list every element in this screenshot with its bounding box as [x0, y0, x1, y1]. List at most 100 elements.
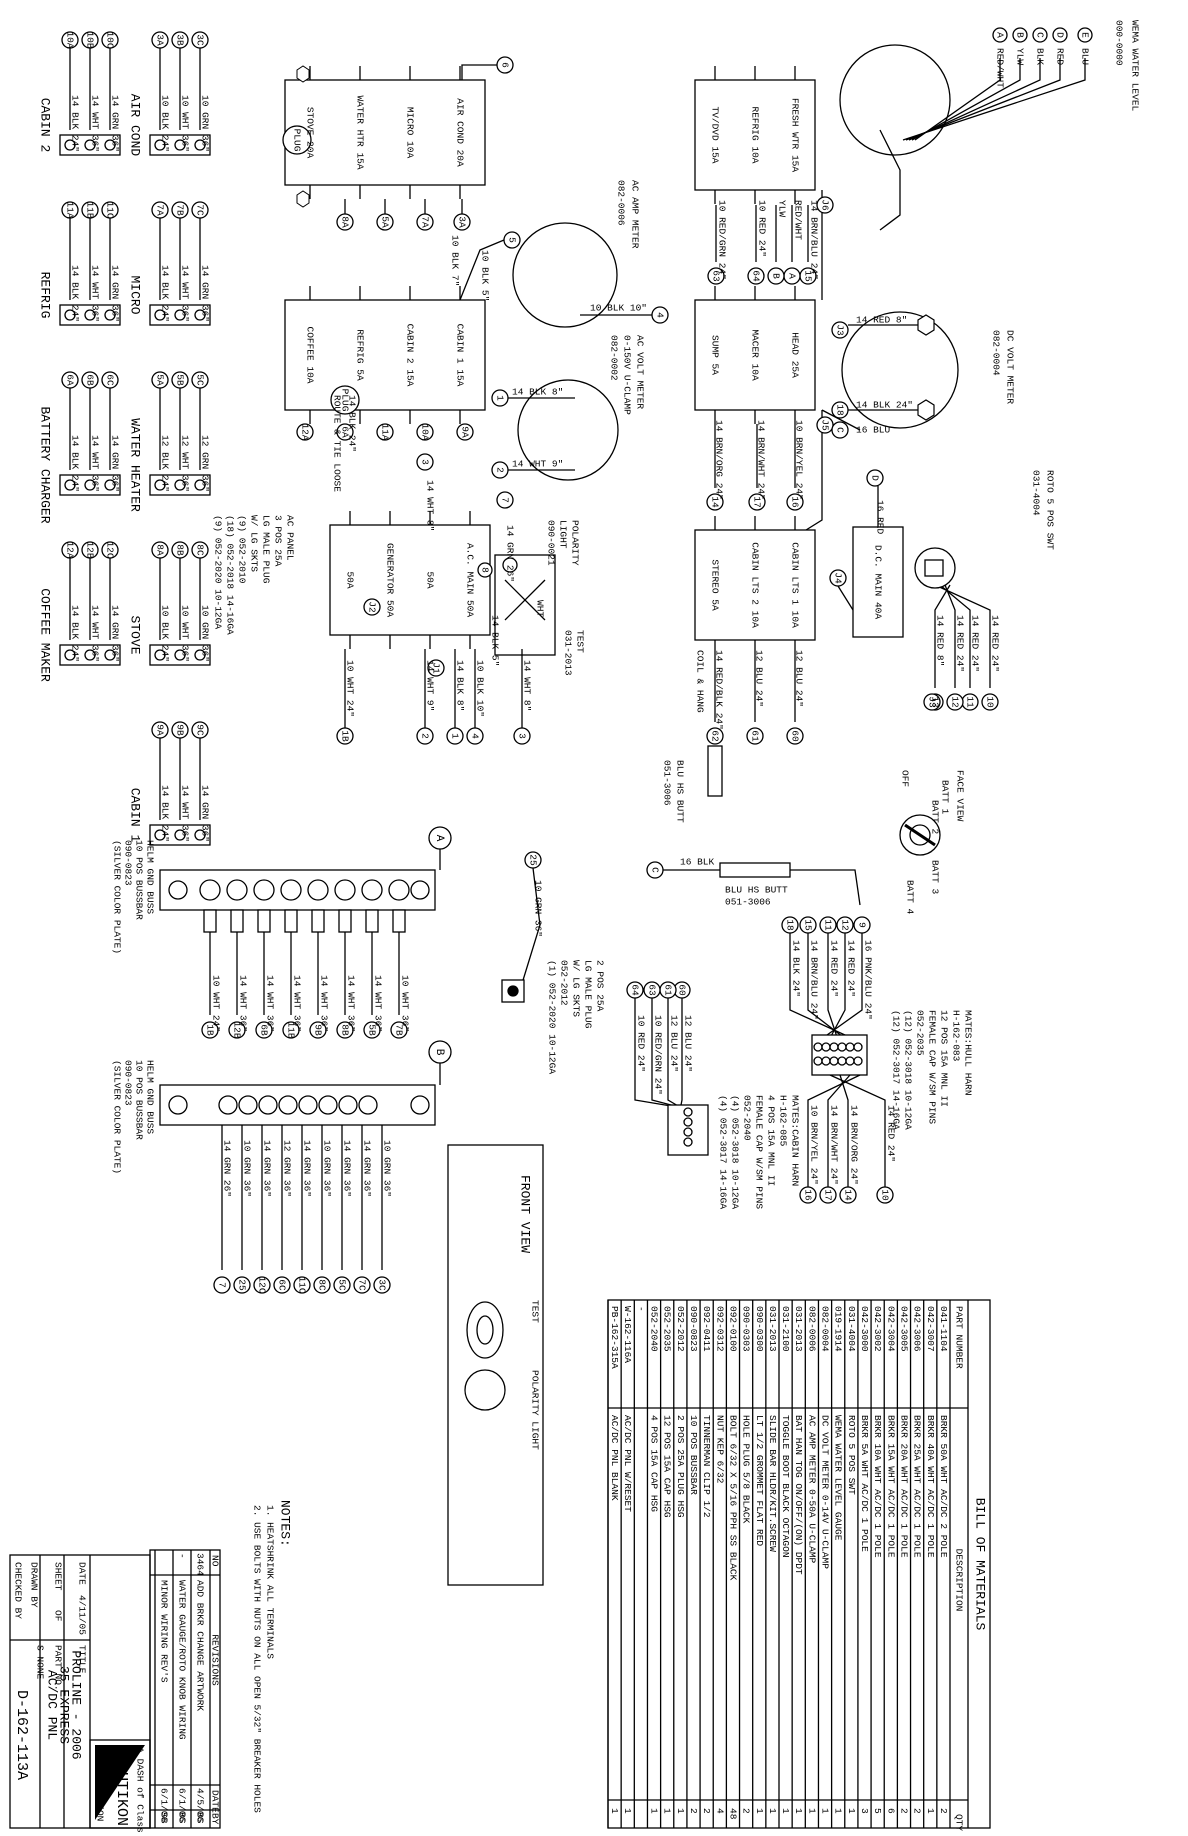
wire-node-circle: [228, 1021, 246, 1039]
ac-volt-meter: [517, 379, 619, 481]
wire-node-label: 9C: [194, 724, 205, 736]
bom-part-number: 041-1104: [938, 1306, 949, 1352]
wire-node-circle: [643, 981, 661, 999]
bussbar-label: HELM GND BUSS: [144, 1060, 155, 1134]
plug-label: PLUG: [291, 129, 302, 152]
wire-node-label: 7A: [419, 216, 430, 228]
nut-symbol: [296, 190, 310, 208]
ac-plug-pin: [174, 139, 186, 151]
revision-no: 3464: [194, 1553, 205, 1576]
breaker-label: TV/DVD 15A: [709, 106, 720, 163]
bom-description: AC AMP METER 0-50A U-CLAMP: [806, 1415, 817, 1564]
bom-description: TINNERMAN CLIP 1/2: [701, 1415, 712, 1518]
bussbar-screw: [298, 1095, 318, 1115]
revision-desc: MINOR WIRING REV'S: [158, 1580, 169, 1683]
wire-node-circle: [781, 916, 799, 934]
bom-header: DESCRIPTION: [953, 1549, 964, 1612]
bussbar-screw: [334, 879, 356, 901]
wire-node-circle: [101, 201, 119, 219]
wire-node-label: 15: [802, 919, 813, 931]
wire-node-circle: [799, 916, 817, 934]
bom-description: HOLE PLUG 5/8 BLACK: [741, 1415, 752, 1524]
ac-plug-wire-label: 10 BLK 24": [159, 605, 170, 662]
title-block: [9, 1554, 151, 1829]
ac-plug-wire-label: 14 BLK 24": [69, 95, 80, 152]
wire-node-label: 12A: [299, 423, 310, 440]
revision-date: 6/1/06: [176, 1788, 187, 1823]
wema-wire: [911, 58, 1021, 141]
wire-node-circle: [923, 693, 941, 711]
bom-part-number: W-162-116A: [622, 1306, 633, 1363]
bom-description: ROTO 5 POS SWT: [846, 1415, 857, 1495]
wire-node-label: 64: [750, 270, 761, 282]
ac-plug-pin: [174, 649, 186, 661]
ac-plug-wire-label: 14 BLK 24": [69, 605, 80, 662]
wire-node-label: C: [649, 867, 660, 873]
bussbar-screw: [199, 879, 221, 901]
wire-node-label: 14: [709, 496, 720, 508]
bom-qty: 1: [609, 1808, 620, 1814]
ac-plug-pin: [64, 479, 76, 491]
wire-node-circle: [191, 31, 209, 49]
wire-node-circle: [496, 56, 514, 74]
junction-J4: [829, 569, 847, 587]
meter-wire-label: 16 BLU: [856, 425, 891, 436]
title-block-label: TITLE: [76, 1645, 87, 1674]
roto-label: ROTO 5 POS SWT: [1044, 470, 1055, 550]
route-label: ROUTE & TIE LOOSE: [331, 395, 342, 492]
wire-node-circle: [981, 693, 999, 711]
bom-part-number: 052-2040: [649, 1306, 660, 1352]
bom-qty: 1: [925, 1808, 936, 1814]
breaker-label: CABIN LTS 2 10A: [749, 542, 760, 628]
wire-node-circle: [456, 423, 474, 441]
ac-plug-group-label: BATTERY CHARGER: [38, 406, 53, 523]
bussbar-lug: [311, 909, 325, 933]
wire-node-label: 9B: [312, 1024, 323, 1036]
wire-node-label: 15: [802, 270, 813, 282]
dc-volt-meter: [841, 311, 959, 429]
wire-node-label: 6A: [339, 426, 350, 438]
revision-date: 6/1/06: [158, 1788, 169, 1823]
ac-plug-wire-label: 14 BLK 24": [69, 435, 80, 492]
plug-2pos-label: W/ LG SKTS: [570, 960, 581, 1017]
hull-harn-pin: [813, 1042, 823, 1052]
test-label: 031-2013: [562, 630, 573, 676]
polarity-label: 090-0021: [545, 520, 556, 566]
bussbar-wire-label: 14 WHT 36": [264, 975, 275, 1032]
wema-gauge-dial: [839, 44, 951, 156]
breaker-label: COFFEE 10A: [304, 326, 315, 383]
ac-plug-pin: [154, 649, 166, 661]
ac-plug-pin: [194, 139, 206, 151]
notes-title: NOTES:: [278, 1500, 293, 1547]
wire-node-circle: [491, 461, 509, 479]
meter-label: 082-0006: [615, 180, 626, 226]
dc-wire-label: COIL & HANG: [694, 650, 705, 713]
wire: [519, 867, 541, 991]
wire-node-label: 18: [784, 919, 795, 931]
wire-node-circle: [799, 1186, 817, 1204]
wire-node-label: 12: [949, 696, 960, 708]
wire-node-circle: [946, 693, 964, 711]
wire-node-label: 5B: [174, 374, 185, 386]
bussbar-lug: [203, 909, 217, 933]
wire-node-circle: [831, 401, 849, 419]
wire-node-label: 63: [710, 270, 721, 282]
bussbar-wire-label: 14 GRN 26": [221, 1140, 232, 1197]
wire-node-circle: [496, 491, 514, 509]
hull-harn-label: 12 POS 15A MNL II: [938, 1010, 949, 1107]
title-block-part-number: D-162-113A: [13, 1690, 30, 1780]
hull-harn-label: (12) 052-3017 14-16GA: [890, 1010, 901, 1130]
ac-plug-wire-label: 14 GRN 36": [199, 265, 210, 322]
ac-plug-pin: [194, 649, 206, 661]
bussbar-screw: [388, 879, 410, 901]
revisions-header: NO: [209, 1555, 220, 1567]
nut-symbol: [296, 65, 310, 83]
wire-node-circle: [81, 371, 99, 389]
company-logo-mark: [95, 1745, 145, 1820]
wire-node-circle: [376, 423, 394, 441]
wire-node-circle: [171, 541, 189, 559]
plug-label: PLUG: [339, 389, 350, 412]
wire-node-circle: [191, 201, 209, 219]
hull-wire: [789, 933, 857, 1041]
polarity-light: [464, 1369, 506, 1411]
